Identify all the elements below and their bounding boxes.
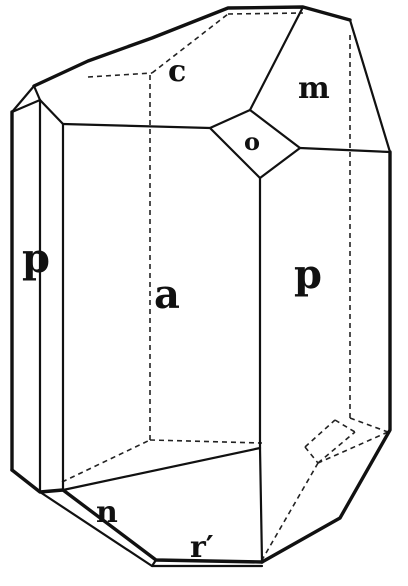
edge-left-upper-bevel	[10, 84, 36, 114]
hidden-edge-facet-a	[304, 419, 336, 448]
edge-left-bevel-to-front	[38, 98, 65, 126]
edge-left-small-top	[10, 98, 42, 114]
face-label-p-right: p	[294, 251, 322, 298]
edge-m-right	[348, 18, 392, 154]
face-label-a: a	[154, 271, 180, 318]
edge-m-bottom	[298, 146, 392, 154]
hidden-edge-right-face-lower	[349, 417, 389, 433]
face-label-r-prime: r′	[190, 530, 214, 565]
hidden-edge-facet-d	[304, 446, 319, 464]
hidden-edge-bottom-right-front	[261, 462, 319, 561]
edge-bottom-r-left	[150, 558, 158, 568]
hidden-edge-top-back-c	[151, 13, 229, 74]
hidden-edge-bottom-back-left	[61, 439, 151, 483]
face-label-p-left: p	[22, 235, 50, 282]
edge-m-left	[248, 5, 305, 112]
face-label-c: c	[168, 54, 186, 89]
edge-left-bevel-top	[32, 84, 42, 102]
face-labels: c m o p a p n r′	[22, 54, 330, 565]
visible-edges	[10, 5, 392, 568]
edge-right-p-lower-left	[258, 446, 264, 564]
edge-top-outline	[32, 5, 352, 88]
hidden-edge-bottom-right-back	[317, 431, 389, 464]
edge-right-outer	[260, 150, 392, 564]
edge-bottom-outline	[10, 468, 264, 564]
face-label-n: n	[96, 495, 118, 530]
face-label-m: m	[298, 71, 330, 106]
hidden-edge-bottom-back-right	[149, 439, 263, 444]
hidden-edge-facet-c	[334, 419, 356, 433]
hidden-edge-top-back-right	[227, 12, 304, 15]
hidden-edge-top-back-left	[87, 72, 153, 78]
hidden-edge-facet-b	[317, 431, 356, 464]
edge-front-top	[61, 122, 212, 130]
face-label-o: o	[244, 127, 260, 156]
edge-bottom-front	[61, 446, 262, 492]
hidden-edges	[61, 12, 389, 561]
